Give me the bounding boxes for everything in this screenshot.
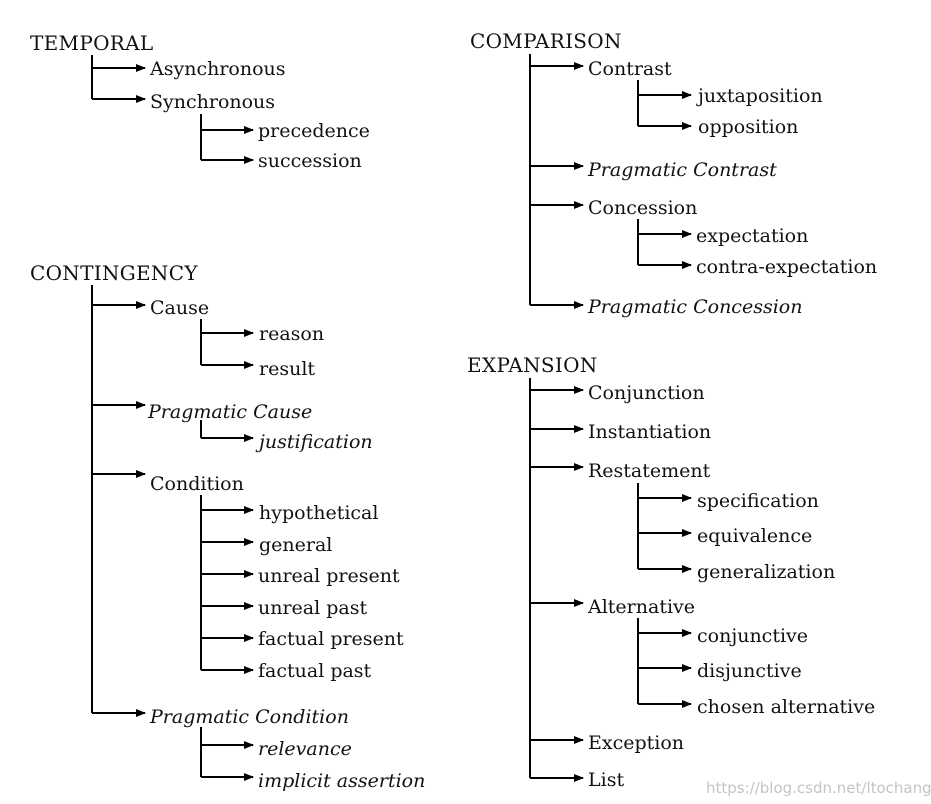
succession-label: succession xyxy=(258,150,362,172)
disjunctive-label: disjunctive xyxy=(697,660,802,682)
unreal-past-label: unreal past xyxy=(258,597,367,619)
result-label: result xyxy=(259,358,315,380)
cause-label: Cause xyxy=(150,297,209,319)
opposition-label: opposition xyxy=(698,116,798,138)
exception-label: Exception xyxy=(588,732,684,754)
expansion-branch: EXPANSION Conjunction Instantiation Rest… xyxy=(467,353,875,791)
asynchronous-label: Asynchronous xyxy=(149,58,286,80)
justification-label: justification xyxy=(255,431,373,453)
reason-label: reason xyxy=(259,323,324,345)
unreal-present-label: unreal present xyxy=(258,565,400,587)
watermark: https://blog.csdn.net/ltochange xyxy=(706,779,931,797)
pragmatic-contrast-label: Pragmatic Contrast xyxy=(587,159,777,181)
contrast-label: Contrast xyxy=(588,58,672,80)
expectation-label: expectation xyxy=(696,225,808,247)
restatement-label: Restatement xyxy=(588,460,711,482)
list-label: List xyxy=(588,769,624,791)
general-label: general xyxy=(259,534,332,556)
contingency-branch: CONTINGENCY Cause reason result Pragmati… xyxy=(30,261,425,792)
comparison-label: COMPARISON xyxy=(470,29,622,53)
factual-past-label: factual past xyxy=(258,660,372,682)
instantiation-label: Instantiation xyxy=(588,421,711,443)
hypothetical-label: hypothetical xyxy=(259,502,378,524)
equivalence-label: equivalence xyxy=(697,525,812,547)
contingency-label: CONTINGENCY xyxy=(30,261,198,285)
precedence-label: precedence xyxy=(258,120,370,142)
specification-label: specification xyxy=(697,490,819,512)
contra-expectation-label: contra-expectation xyxy=(696,256,877,278)
pragmatic-cause-label: Pragmatic Cause xyxy=(147,401,312,423)
temporal-branch: TEMPORAL Asynchronous Synchronous preced… xyxy=(30,31,370,172)
conjunction-label: Conjunction xyxy=(588,382,705,404)
generalization-label: generalization xyxy=(697,561,835,583)
implicit-assertion-label: implicit assertion xyxy=(258,770,425,792)
chosen-alternative-label: chosen alternative xyxy=(697,696,875,718)
temporal-label: TEMPORAL xyxy=(30,31,153,55)
pragmatic-condition-label: Pragmatic Condition xyxy=(149,706,349,728)
pragmatic-concession-label: Pragmatic Concession xyxy=(587,296,802,318)
concession-label: Concession xyxy=(588,197,697,219)
condition-label: Condition xyxy=(150,473,244,495)
juxtaposition-label: juxtaposition xyxy=(696,85,823,107)
comparison-branch: COMPARISON Contrast juxtaposition opposi… xyxy=(470,29,877,318)
expansion-label: EXPANSION xyxy=(467,353,598,377)
alternative-label: Alternative xyxy=(587,596,695,618)
synchronous-label: Synchronous xyxy=(150,91,275,113)
conjunctive-label: conjunctive xyxy=(697,625,808,647)
factual-present-label: factual present xyxy=(258,628,404,650)
relevance-label: relevance xyxy=(258,738,352,760)
